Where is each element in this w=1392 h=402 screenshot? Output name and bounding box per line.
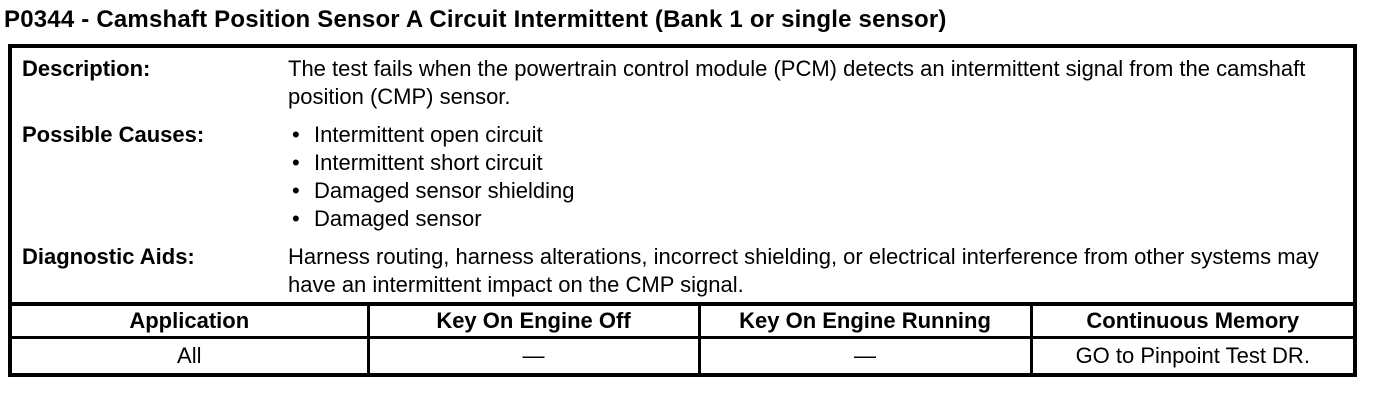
cause-item: Intermittent open circuit (288, 121, 1333, 149)
possible-causes-list: Intermittent open circuit Intermittent s… (288, 121, 1333, 233)
application-table: Application Key On Engine Off Key On Eng… (12, 302, 1353, 373)
info-section: Description: The test fails when the pow… (12, 48, 1353, 302)
possible-causes-label: Possible Causes: (22, 122, 205, 147)
cause-item: Damaged sensor (288, 205, 1333, 233)
diagnostic-aids-row: Diagnostic Aids: Harness routing, harnes… (12, 243, 1353, 299)
table-header-row: Application Key On Engine Off Key On Eng… (12, 302, 1353, 339)
cell-key-on-engine-running: — (697, 335, 1033, 373)
dtc-info-box: Description: The test fails when the pow… (8, 44, 1357, 377)
cell-application: All (12, 335, 370, 373)
header-continuous-memory: Continuous Memory (1029, 302, 1353, 339)
header-application: Application (12, 302, 370, 339)
description-text: The test fails when the powertrain contr… (288, 56, 1306, 109)
document-page: P0344 - Camshaft Position Sensor A Circu… (0, 0, 1392, 377)
table-row: All — — GO to Pinpoint Test DR. (12, 335, 1353, 373)
header-key-on-engine-off: Key On Engine Off (366, 302, 701, 339)
header-key-on-engine-running: Key On Engine Running (697, 302, 1033, 339)
possible-causes-content: Intermittent open circuit Intermittent s… (288, 121, 1333, 233)
dtc-title: P0344 - Camshaft Position Sensor A Circu… (4, 6, 947, 33)
cell-continuous-memory: GO to Pinpoint Test DR. (1029, 335, 1353, 373)
diagnostic-aids-text: Harness routing, harness alterations, in… (288, 244, 1319, 297)
description-row: Description: The test fails when the pow… (12, 55, 1353, 111)
diagnostic-aids-label: Diagnostic Aids: (22, 244, 195, 269)
possible-causes-row: Possible Causes: Intermittent open circu… (12, 121, 1353, 233)
cause-item: Intermittent short circuit (288, 149, 1333, 177)
cause-item: Damaged sensor shielding (288, 177, 1333, 205)
cell-key-on-engine-off: — (366, 335, 701, 373)
description-label: Description: (22, 56, 151, 81)
